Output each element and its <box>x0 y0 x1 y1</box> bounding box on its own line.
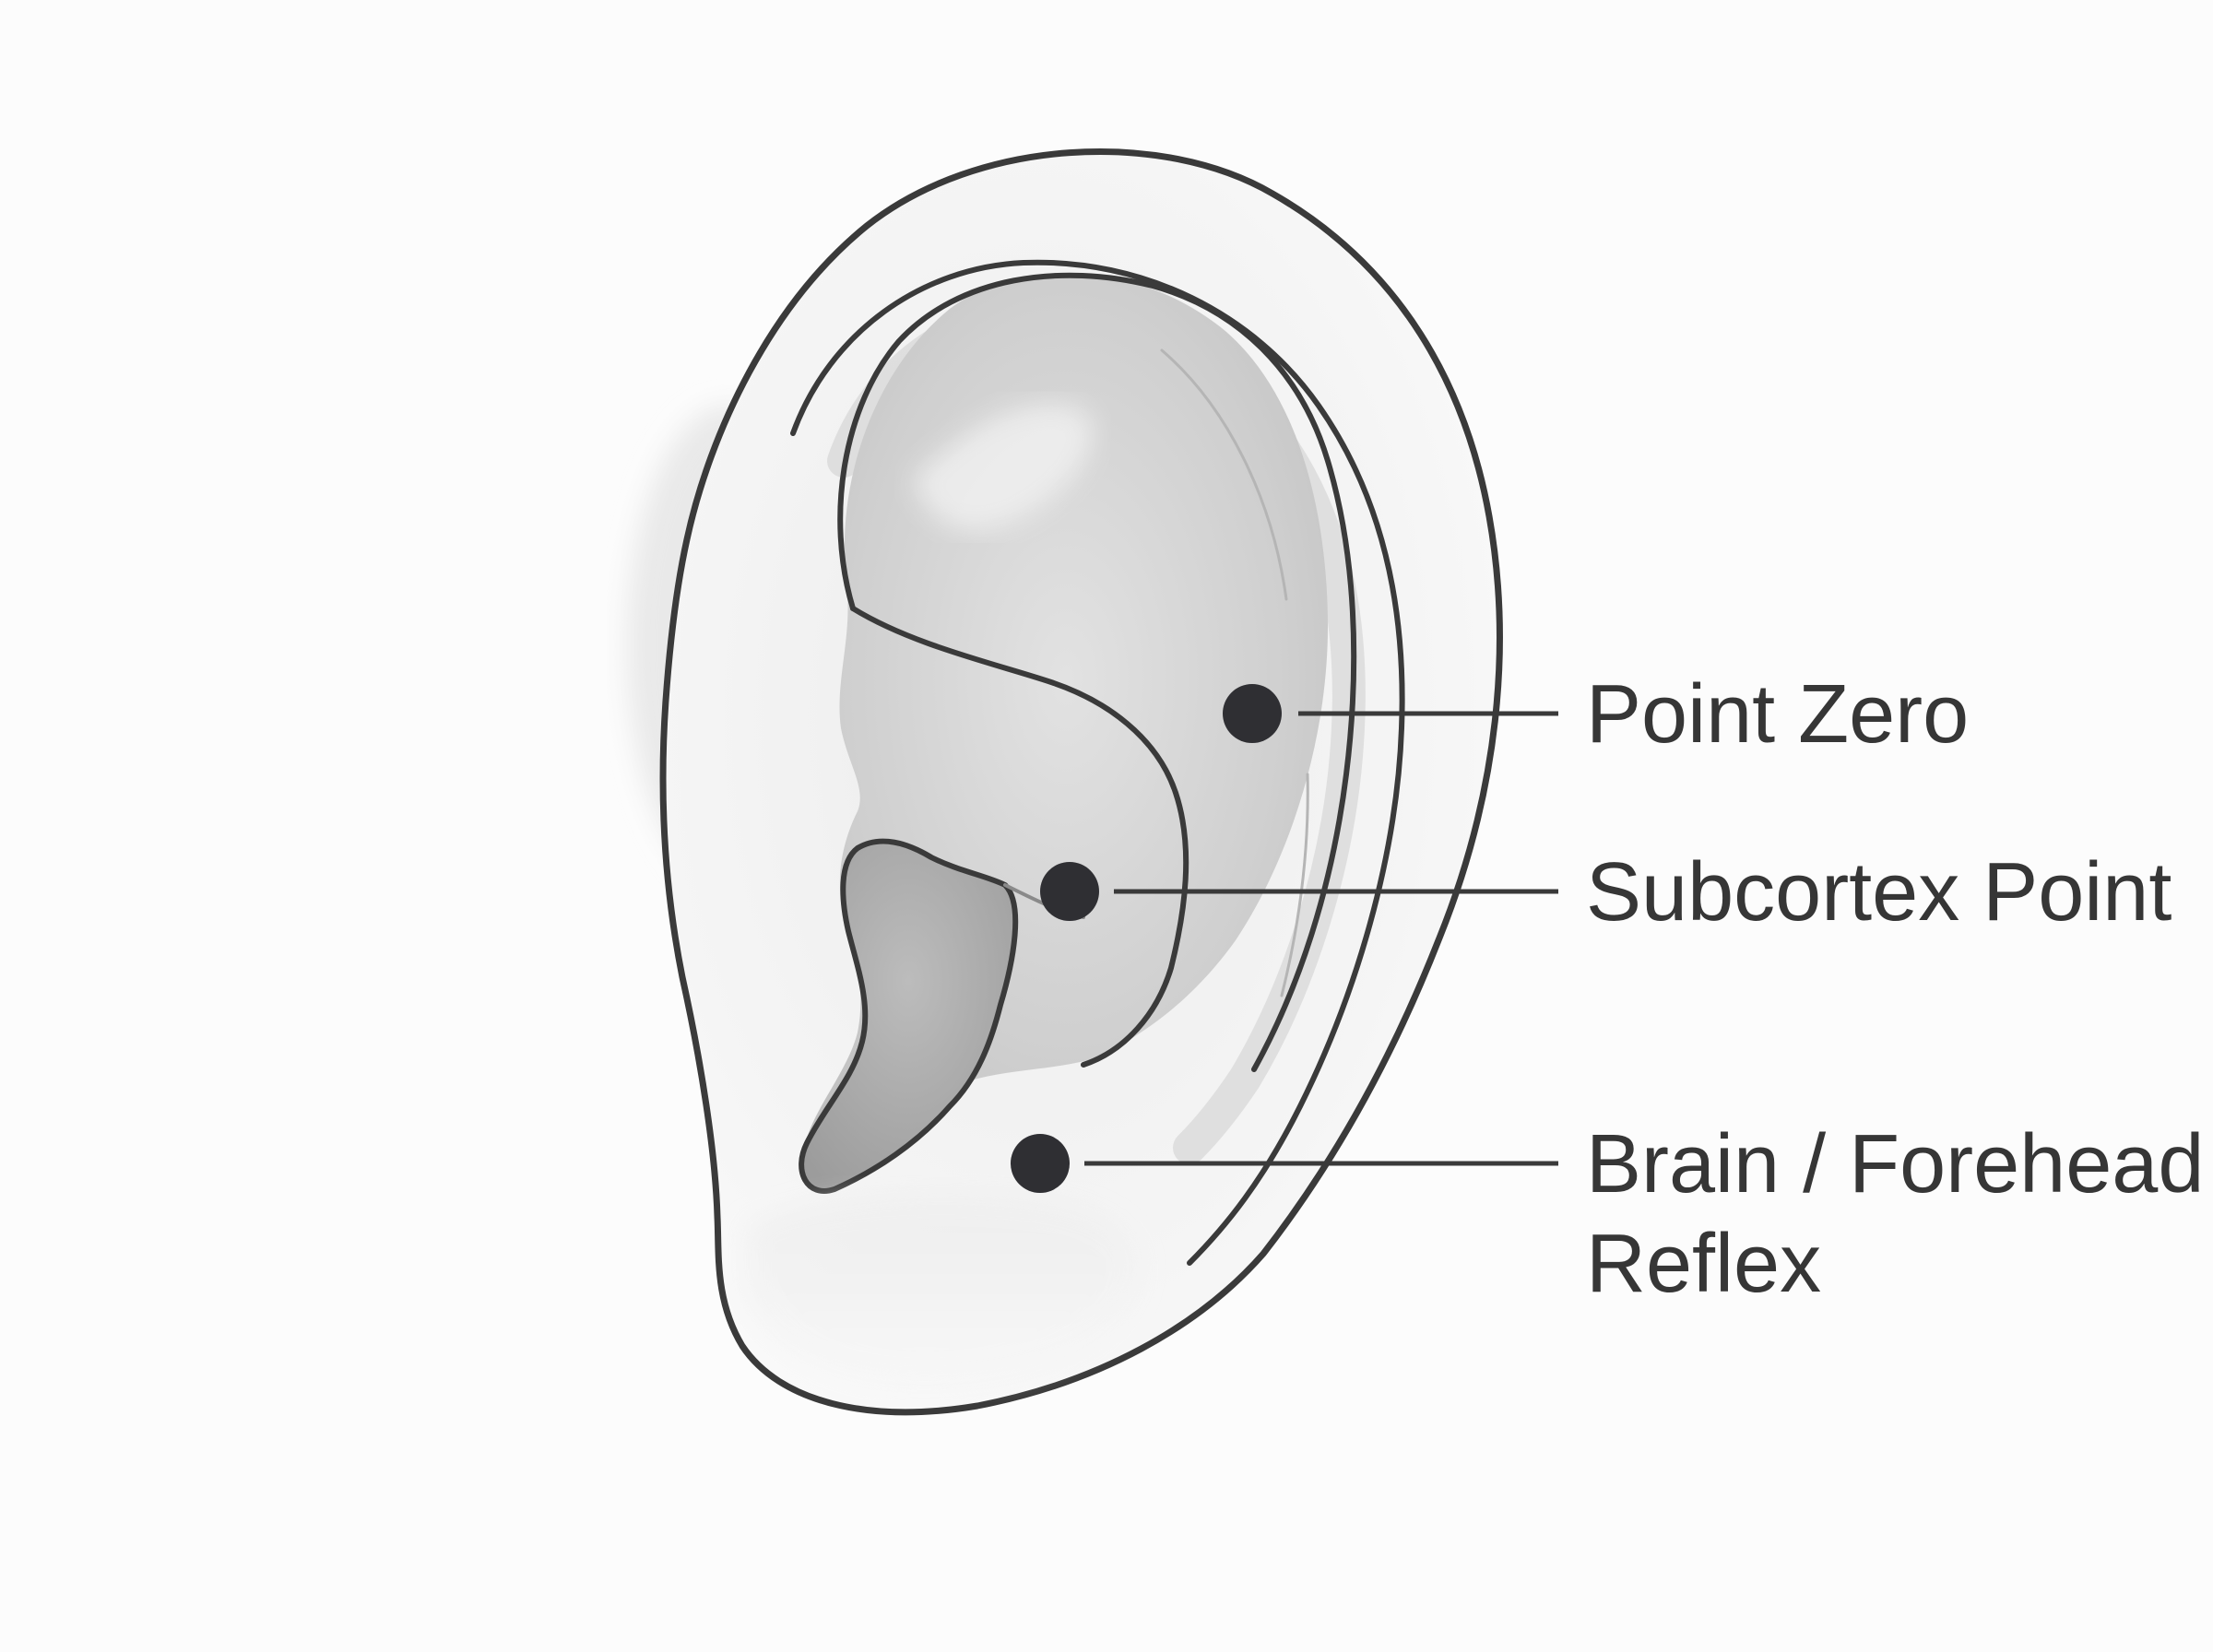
subcortex-point-label-line-1: Subcortex Point <box>1586 846 2172 938</box>
point-zero-annotation: Point Zero <box>1223 668 1969 761</box>
concha-upper-outline <box>837 272 1357 1072</box>
subcortex-point-dot-marker <box>1040 862 1099 921</box>
subcortex-point-label: Subcortex Point <box>1586 846 2172 938</box>
subcortex-point-annotation: Subcortex Point <box>1040 846 2172 938</box>
antihelix-ridge <box>850 606 1189 1068</box>
point-zero-label: Point Zero <box>1586 668 1969 761</box>
brain-forehead-reflex-annotation: Brain / Forehead Reflex <box>1011 1118 2213 1310</box>
brain-forehead-reflex-label-line-2: Reflex <box>1586 1218 1821 1310</box>
helix-crease-2 <box>1280 773 1309 997</box>
helix-inner-fold <box>790 259 1405 1266</box>
brain-forehead-reflex-label-line-1: Brain / Forehead <box>1586 1118 2204 1210</box>
brain-forehead-reflex-label: Brain / Forehead Reflex <box>1586 1118 2213 1310</box>
earlobe <box>747 1195 1139 1383</box>
point-zero-dot-marker <box>1223 684 1282 743</box>
triangular-fossa-highlight <box>913 404 1093 530</box>
helix-crease-1 <box>1160 348 1288 601</box>
brain-forehead-reflex-dot-marker <box>1011 1134 1070 1193</box>
ear-canal <box>799 838 1019 1194</box>
point-zero-label-line-1: Point Zero <box>1586 668 1969 761</box>
